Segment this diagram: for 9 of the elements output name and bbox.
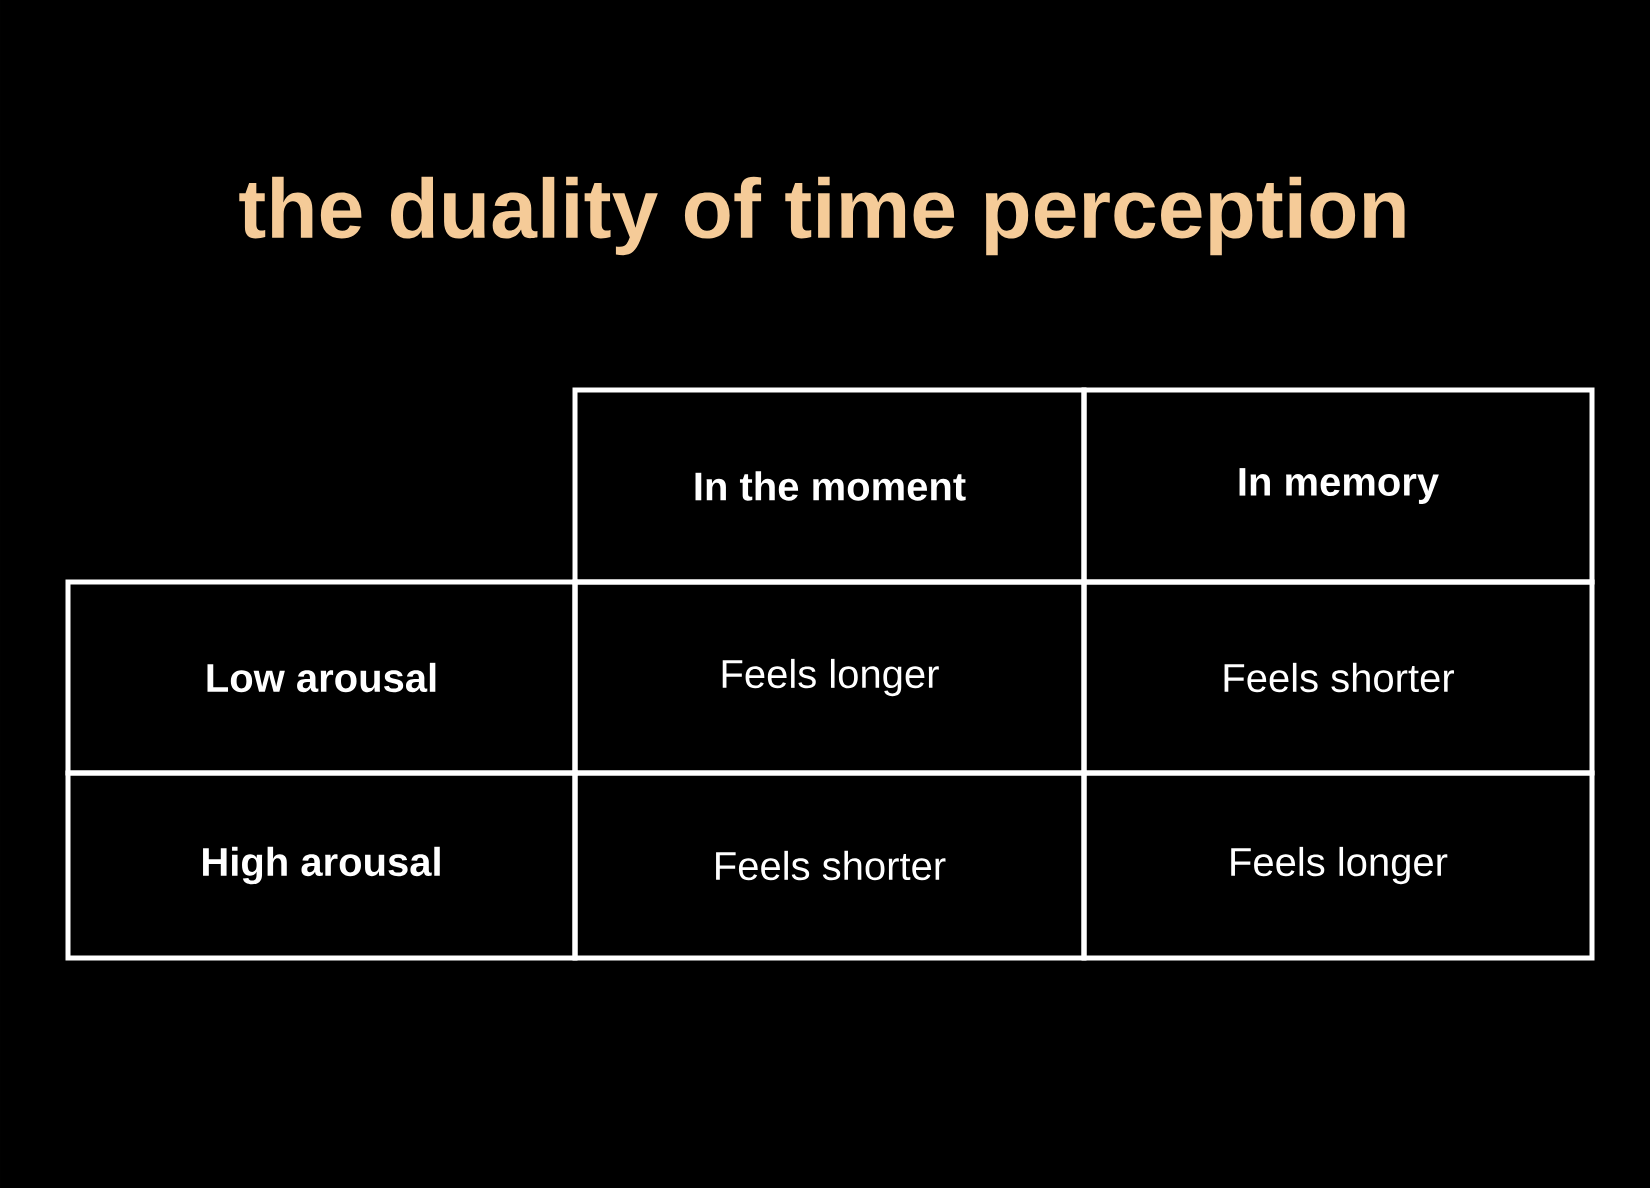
title: the duality of time perception [239,176,1405,256]
table-cell: Feels shorter [1081,579,1595,776]
table-cell: Feels longer [1081,770,1595,961]
row-header-cell: Low arousal [65,579,578,776]
row-header-cell: High arousal [65,770,578,961]
header-cell: In memory [1081,387,1595,585]
table-cell: Feels longer [572,579,1087,776]
header-cell: In the moment [572,387,1087,585]
table-cell: Feels shorter [572,770,1087,961]
